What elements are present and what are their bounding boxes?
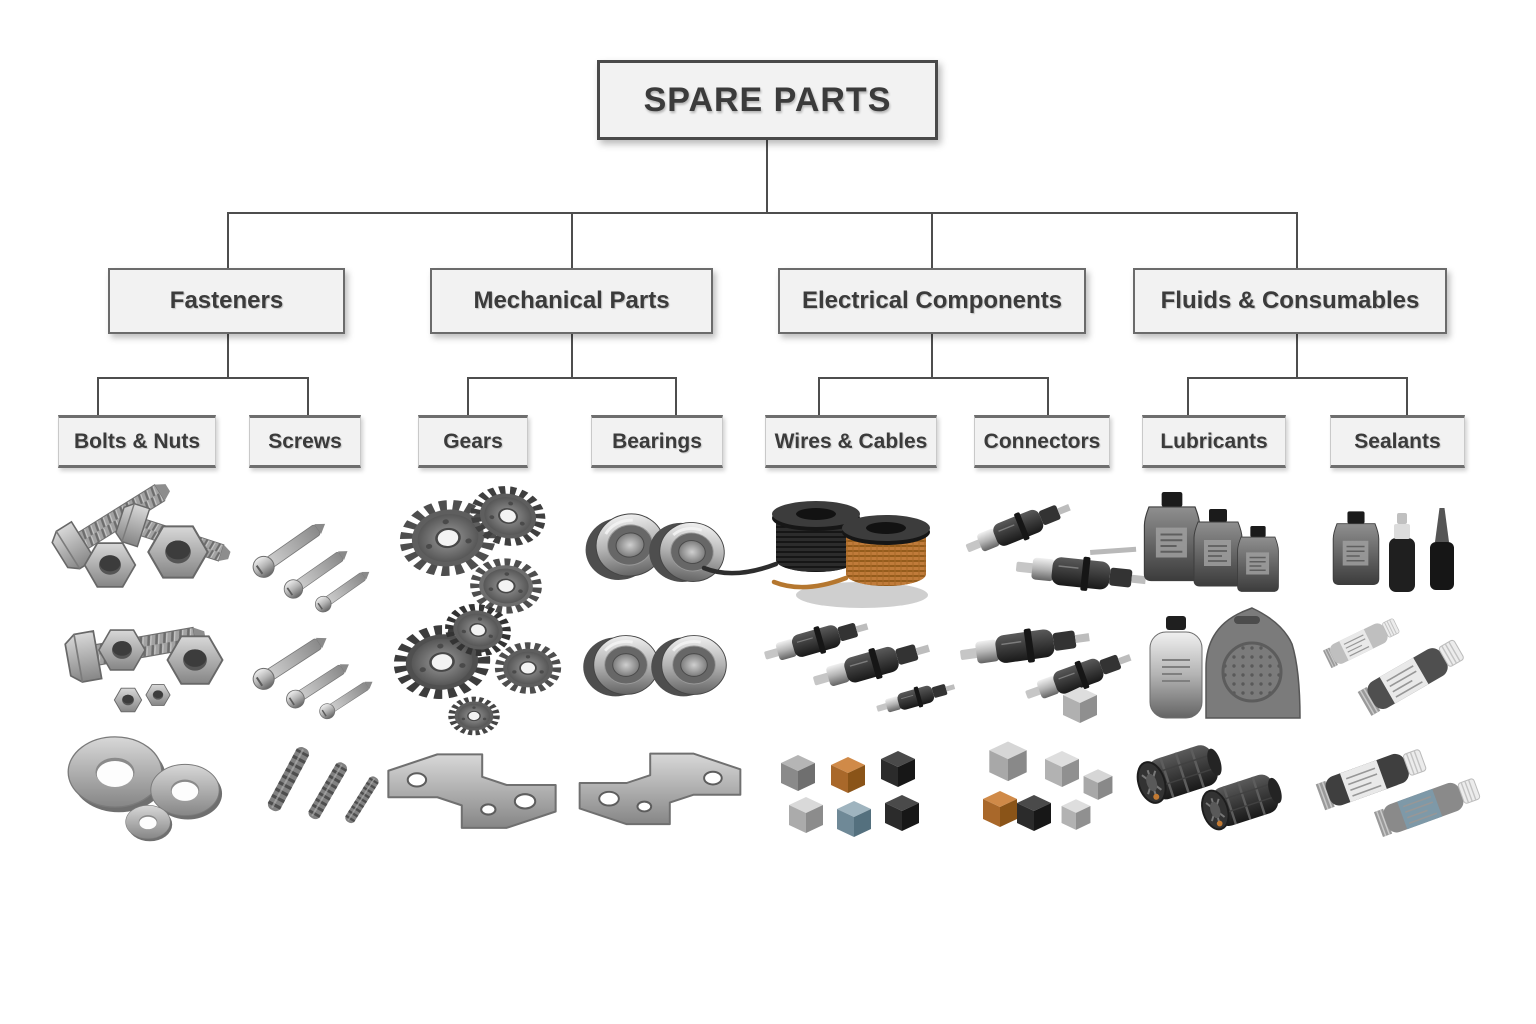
photo-wire-spools-row1 <box>704 501 930 608</box>
subcategory-label: Bearings <box>612 429 702 453</box>
photo-squeeze-tubes-row3 <box>1314 744 1483 839</box>
photo-barrel-connectors-row2 <box>957 619 1136 723</box>
photo-bolts-nuts-row2 <box>62 611 224 713</box>
connector-fluids-stem <box>1296 334 1298 377</box>
photo-plug-connectors-row1 <box>960 493 1149 598</box>
connector-drop-sealants <box>1406 377 1408 415</box>
connector-drop-fluids <box>1296 212 1298 268</box>
photo-oil-filters-row3 <box>1131 739 1288 834</box>
connector-drop-gears <box>467 377 469 415</box>
photo-connector-housings-row3 <box>983 741 1113 831</box>
connector-drop-screws <box>307 377 309 415</box>
connector-drop-bearings <box>675 377 677 415</box>
subcategory-label: Screws <box>268 429 342 453</box>
photo-washers-row3 <box>67 736 223 842</box>
photo-bearings-row1 <box>578 507 730 589</box>
root-node-spare-parts: SPARE PARTS <box>597 60 938 140</box>
connector-drop-bolts-nuts <box>97 377 99 415</box>
photo-gears-row1 <box>402 484 546 612</box>
subcategory-node-gears: Gears <box>418 415 528 468</box>
subcategory-label: Wires & Cables <box>774 429 928 453</box>
connector-electrical-bar <box>818 377 1049 379</box>
connector-fasteners-stem <box>227 334 229 377</box>
category-label: Fluids & Consumables <box>1160 287 1420 314</box>
photo-screws-row2 <box>248 628 378 723</box>
subcategory-node-sealants: Sealants <box>1330 415 1465 468</box>
connector-root-stem <box>766 140 768 212</box>
connector-mechanical-stem <box>571 334 573 377</box>
photo-sealant-tubes-row2 <box>1321 614 1468 718</box>
category-label: Mechanical Parts <box>473 287 670 314</box>
photo-bracket-row3b <box>578 752 742 826</box>
subcategory-node-connectors: Connectors <box>974 415 1110 468</box>
photo-screws-row1 <box>248 514 375 616</box>
photo-lag-screws-row3 <box>266 745 380 825</box>
photo-bearings-row2 <box>581 634 728 698</box>
photo-flask-jug-row2 <box>1149 606 1302 720</box>
subcategory-label: Gears <box>443 429 503 453</box>
subcategory-node-bolts-nuts: Bolts & Nuts <box>58 415 216 468</box>
category-label: Fasteners <box>169 287 284 314</box>
category-node-electrical-components: Electrical Components <box>778 268 1086 334</box>
subcategory-node-bearings: Bearings <box>591 415 723 468</box>
connector-drop-connectors <box>1047 377 1049 415</box>
connector-drop-mechanical <box>571 212 573 268</box>
subcategory-node-screws: Screws <box>249 415 361 468</box>
photo-bolts-nuts-row1 <box>47 468 237 588</box>
subcategory-label: Connectors <box>983 429 1101 453</box>
connector-drop-electrical <box>931 212 933 268</box>
category-node-mechanical-parts: Mechanical Parts <box>430 268 713 334</box>
photo-oil-bottles-row1 <box>1143 490 1280 593</box>
root-label: SPARE PARTS <box>643 80 892 119</box>
connector-electrical-stem <box>931 334 933 377</box>
connector-drop-wires <box>818 377 820 415</box>
photo-sealant-bottles-row1 <box>1332 508 1454 592</box>
photo-gears-row2 <box>397 603 557 733</box>
category-node-fasteners: Fasteners <box>108 268 345 334</box>
connector-fasteners-bar <box>97 377 309 379</box>
connector-level1-bar <box>227 212 1298 214</box>
connector-drop-lubricants <box>1187 377 1189 415</box>
subcategory-label: Lubricants <box>1160 429 1268 453</box>
subcategory-node-lubricants: Lubricants <box>1142 415 1286 468</box>
photo-cable-connectors-row2 <box>760 612 958 720</box>
category-node-fluids-consumables: Fluids & Consumables <box>1133 268 1447 334</box>
photo-bracket-row3 <box>387 753 557 829</box>
subcategory-label: Sealants <box>1354 429 1441 453</box>
connector-drop-fasteners <box>227 212 229 268</box>
photo-relay-boxes-row3 <box>781 751 919 837</box>
subcategory-label: Bolts & Nuts <box>74 429 200 453</box>
connector-fluids-bar <box>1187 377 1408 379</box>
subcategory-node-wires-cables: Wires & Cables <box>765 415 937 468</box>
category-label: Electrical Components <box>801 287 1063 314</box>
connector-mechanical-bar <box>467 377 677 379</box>
